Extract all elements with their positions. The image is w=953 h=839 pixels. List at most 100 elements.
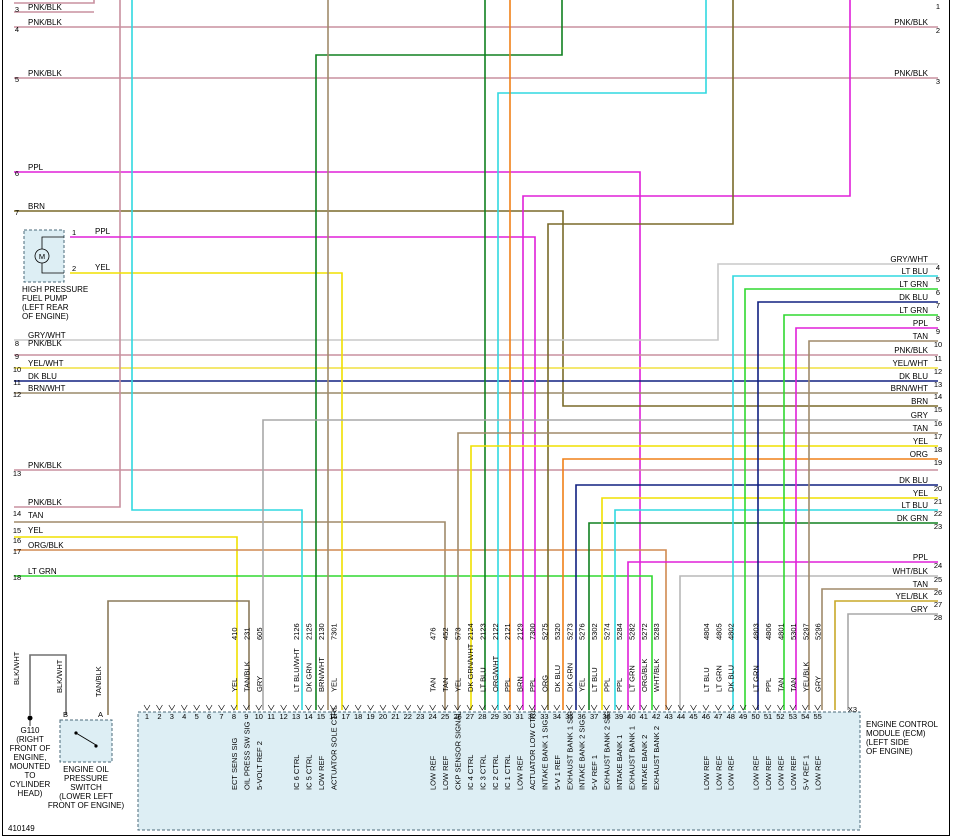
right-pin-number: 11 — [934, 354, 942, 363]
right-pin-number: 22 — [934, 509, 942, 518]
right-wire-label: LT BLU — [902, 267, 929, 276]
right-pin-number: 27 — [934, 600, 942, 609]
right-wire-label: PPL — [913, 553, 929, 562]
ground-label: ENGINE, — [14, 753, 47, 762]
wire-dkblu-4802 — [757, 301, 938, 710]
left-wire-label: PPL — [28, 163, 44, 172]
pin-terminal-icon — [416, 704, 424, 711]
ecm-pin-number: 53 — [789, 712, 797, 721]
ecm-pin-function: 5-VOLT REF 2 — [255, 741, 264, 790]
pin-terminal-icon — [814, 704, 821, 711]
right-pin-number: 10 — [934, 340, 942, 349]
pin-terminal-icon — [193, 704, 200, 711]
wire-blkwht-ground — [29, 654, 67, 715]
right-wire-label: TAN — [913, 580, 929, 589]
right-wire-label: DK BLU — [899, 372, 928, 381]
left-wire-label: PNK/BLK — [28, 69, 62, 78]
wire-ppl-ic1 — [522, 0, 851, 710]
pin-terminal-icon — [441, 704, 449, 711]
ecm-wire-color: ORG/WHT — [491, 655, 500, 692]
ecm-pin-number: 52 — [776, 712, 784, 721]
pin-terminal-icon — [566, 704, 573, 711]
pin-terminal-icon — [764, 704, 772, 711]
ecm-wire-color: TAN — [776, 678, 785, 692]
ecm-circuit-number: 2126 — [292, 623, 301, 640]
left-wire-label: YEL — [28, 526, 44, 535]
ecm-circuit-number: 4805 — [714, 623, 723, 640]
right-pin-number: 20 — [934, 484, 942, 493]
ecm-connector-id: X3 — [848, 705, 857, 714]
ecm-pin-number: 45 — [689, 712, 697, 721]
ecm-wire-color: YEL — [230, 678, 239, 692]
pin-terminal-icon — [615, 704, 623, 711]
left-pin-number: 14 — [13, 509, 21, 518]
wire-tan-4801 — [808, 340, 938, 710]
ecm-pin-number: 15 — [317, 712, 325, 721]
right-pin-number: 9 — [936, 327, 940, 336]
ecm-wire-color: DK BLU — [727, 665, 736, 692]
ground-label: CYLINDER — [10, 780, 51, 789]
pin-terminal-icon — [255, 704, 263, 711]
ecm-pin-number: 1 — [145, 712, 149, 721]
wire-grywht-8 — [14, 263, 938, 341]
right-pin-number: 3 — [936, 77, 940, 86]
left-wire-label: PNK/BLK — [28, 461, 62, 470]
pin-terminal-icon — [181, 704, 188, 711]
pin-terminal-icon — [590, 704, 598, 711]
ground-label: TO — [25, 771, 36, 780]
ecm-wire-color: TAN — [441, 678, 450, 692]
oil-switch-label: SWITCH — [70, 783, 102, 792]
right-wire-label: GRY — [911, 605, 929, 614]
right-wire-label: PPL — [913, 319, 929, 328]
ecm-circuit-number: 7300 — [528, 623, 537, 640]
right-pin-number: 18 — [934, 445, 942, 454]
pump-wire-internal — [41, 236, 64, 249]
ecm-circuit-number: 5283 — [652, 623, 661, 640]
ecm-pin-number: 41 — [640, 712, 648, 721]
ecm-pin-function: IC 1 CTRL — [503, 755, 512, 790]
pin-terminal-icon — [218, 704, 225, 711]
ecm-pin-number: 32 — [528, 712, 536, 721]
ecm-pin-number: 26 — [453, 712, 461, 721]
ecm-pin-function: LOW REF — [776, 755, 785, 790]
ecm-pin-number: 12 — [279, 712, 287, 721]
ecm-pin-function: CKP SENSOR SIGNAL — [454, 711, 463, 790]
pin-terminal-icon — [516, 704, 523, 711]
ecm-pin-function: EXHAUST BANK 2 — [652, 726, 661, 790]
motor-symbol: M — [39, 252, 45, 261]
wire-ppl-pump1 — [70, 236, 536, 710]
left-wire-label: PNK/BLK — [28, 339, 62, 348]
pin-terminal-icon — [777, 704, 784, 711]
ecm-pin-function: LOW REF — [764, 755, 773, 790]
pin-terminal-icon — [354, 704, 362, 711]
right-wire-label: BRN — [911, 397, 928, 406]
pin-terminal-icon — [479, 704, 486, 711]
ecm-pin-function: IC 4 CTRL — [466, 755, 475, 790]
pin-terminal-icon — [168, 704, 176, 711]
wire-ppl-4806 — [795, 327, 938, 710]
ecm-circuit-number: 7301 — [329, 623, 338, 640]
ecm-pin-function: INTAKE BANK 1 SIG — [540, 720, 549, 790]
ecm-pin-number: 35 — [565, 712, 573, 721]
ecm-pin-number: 28 — [478, 712, 486, 721]
switch-pin-number: B — [63, 710, 68, 719]
right-pin-number: 19 — [934, 458, 942, 467]
ecm-pin-number: 20 — [379, 712, 387, 721]
pin-terminal-icon — [752, 704, 759, 711]
pin-terminal-icon — [404, 704, 412, 711]
pin-terminal-icon — [156, 704, 163, 711]
pin-terminal-icon — [690, 704, 697, 711]
ecm-pin-function: EXHAUST BANK 1 — [627, 726, 636, 790]
ecm-circuit-number: 4802 — [727, 623, 736, 640]
ecm-pin-number: 2 — [157, 712, 161, 721]
right-pin-number: 21 — [934, 497, 942, 506]
wire-brn-7 — [14, 210, 938, 407]
left-wire-label: PNK/BLK — [28, 18, 62, 27]
ground-label: G110 — [21, 726, 41, 735]
pin-terminal-icon — [243, 704, 250, 711]
switch-terminal-icon — [74, 731, 78, 735]
right-pin-number: 6 — [936, 288, 940, 297]
left-pin-number: 6 — [15, 169, 19, 178]
